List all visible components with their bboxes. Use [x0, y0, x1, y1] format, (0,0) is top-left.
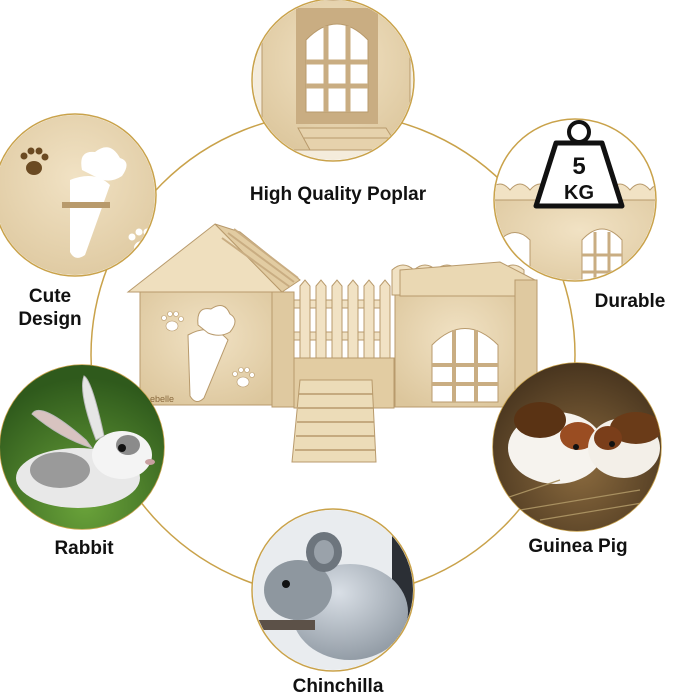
paw-print-icon: [232, 367, 255, 388]
picket-fence: [293, 279, 391, 361]
weight-number: 5: [572, 153, 585, 180]
cute-label-line2: Design: [18, 309, 81, 330]
chinchilla-circle: [251, 508, 415, 672]
brand-fragment: ebelle: [150, 394, 174, 404]
rabbit-label: Rabbit: [54, 538, 114, 559]
durable-circle: [493, 118, 657, 282]
durable-label: Durable: [595, 291, 666, 312]
weight-unit: KG: [564, 182, 594, 204]
guinea-pig-label: Guinea Pig: [528, 536, 627, 557]
guinea-pig-circle: [492, 362, 662, 532]
carrot-cutout: [70, 176, 110, 258]
quality-circle: [251, 0, 415, 162]
weight-icon: [533, 120, 625, 209]
quality-label: High Quality Poplar: [250, 184, 427, 205]
paw-print-icon: [20, 147, 49, 175]
cute-design-circle: [0, 113, 157, 277]
ramp: [291, 379, 377, 463]
wooden-hamster-house: ebelle: [126, 223, 538, 463]
rabbit-circle: [0, 364, 165, 530]
chinchilla-label: Chinchilla: [293, 676, 384, 697]
paw-print-icon: [161, 311, 184, 332]
cute-label-line1: Cute: [29, 286, 71, 307]
